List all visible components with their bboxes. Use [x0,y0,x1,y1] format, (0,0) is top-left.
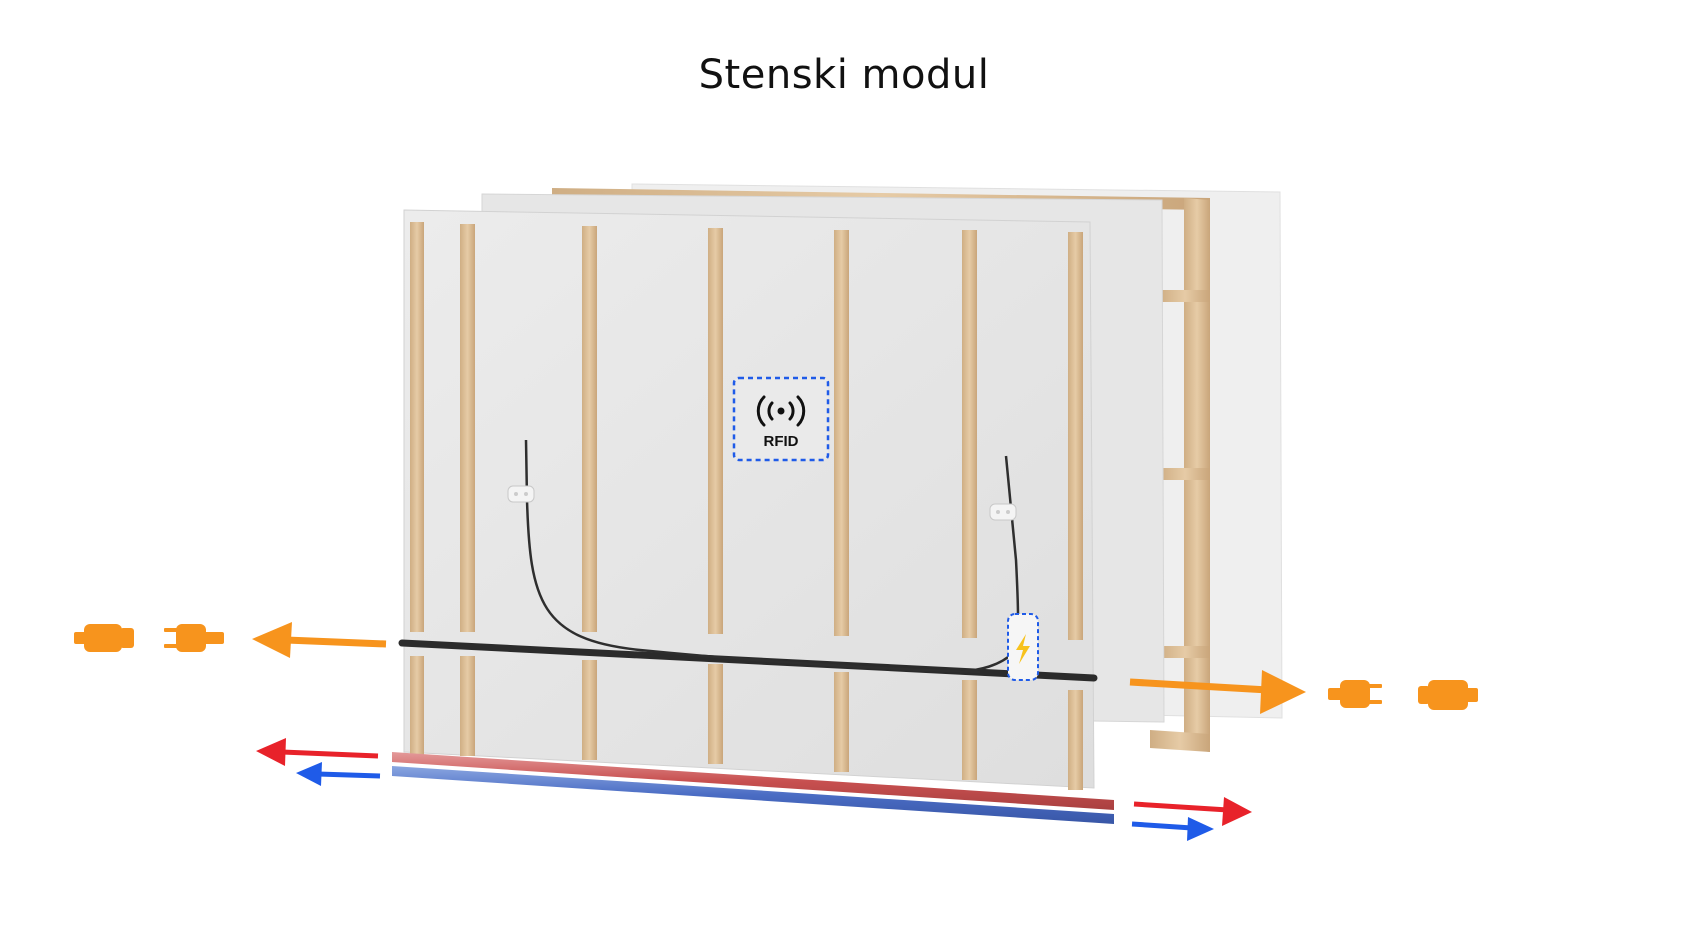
cold-water-arrow-left [296,762,381,786]
cold-water-arrow-right [1131,817,1214,841]
power-socket-icon [1418,680,1478,710]
cold-water-pipe [392,766,1114,824]
stud [460,224,475,756]
wooden-studs [410,222,1083,790]
stud [708,228,723,764]
rfid-tag: RFID [732,376,830,462]
stud [1068,232,1083,790]
lightning-bolt-icon [1016,634,1030,664]
power-plug-icon [164,624,224,652]
stud [582,226,597,760]
hot-water-pipe [392,752,1114,810]
power-meter [1007,613,1039,681]
power-arrow-right [1129,670,1306,714]
hot-water-arrow-right [1133,797,1252,826]
power-plug-icon [1328,680,1382,708]
rfid-broadcast-icon [756,395,806,427]
stud [962,230,977,780]
power-socket-icon [74,624,134,652]
stud [834,230,849,772]
junction-box-right [989,503,1017,521]
power-arrow-left [252,622,387,658]
front-panel [403,209,1095,789]
rfid-label: RFID [764,433,799,450]
hot-water-arrow-left [256,738,379,766]
stud [410,222,424,756]
junction-box-left [507,485,535,503]
page-title: Stenski modul [698,52,990,98]
